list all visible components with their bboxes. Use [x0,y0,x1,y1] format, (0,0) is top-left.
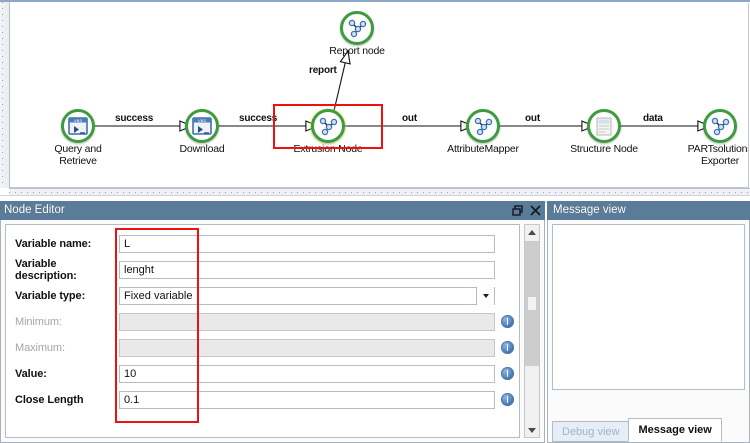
node-structure-node[interactable]: Structure Node [558,109,650,156]
node-editor-panel: Node Editor Variable name: L [0,201,545,443]
bottom-dock: Node Editor Variable name: L [0,195,750,443]
variable-type-value: Fixed variable [124,289,193,302]
field-label: Maximum: [15,341,65,354]
form-row-variable-description: Variable description: lenght [6,257,519,282]
node-editor-scrollbar[interactable] [524,224,540,438]
svg-text:VBS: VBS [198,118,206,123]
form-row-value: Value: 10 [6,361,519,386]
scrollbar-thumb[interactable] [525,241,539,366]
node-partsolutions-exporter[interactable]: PARTsolutions Exporter [674,109,749,167]
field-label: Variable name: [15,237,92,250]
edge-label-out-1: out [400,113,419,124]
vbs-script-icon: VBS [61,109,95,143]
message-view-body: Debug view Message view [547,220,750,443]
node-label: Download [179,143,225,155]
edge-label-out-2: out [523,113,542,124]
node-label: Structure Node [570,143,638,155]
svg-text:VBS: VBS [74,118,82,123]
scrollbar-track[interactable] [525,239,539,423]
node-download[interactable]: VBS Download [156,109,248,156]
form-row-maximum: Maximum: [6,335,519,360]
scroll-up-button[interactable] [525,225,539,239]
message-view-panel: Message view Debug view Message view [547,201,750,443]
float-restore-icon[interactable] [512,205,523,216]
node-report-node[interactable]: Report node [311,11,403,58]
scrollbar-grip [528,297,536,310]
close-length-input[interactable]: 0.1 [119,390,495,409]
info-icon[interactable] [501,393,514,406]
node-editor-body: Variable name: L Variable description: l… [0,220,545,443]
message-view-title-bar: Message view [547,201,750,220]
workflow-diagram-canvas[interactable]: success success out out data report VBS [10,3,749,188]
vbs-script-icon: VBS [185,109,219,143]
value-input[interactable]: 10 [119,364,495,383]
horizontal-ruler [9,188,750,197]
graph-node-icon [703,109,737,143]
document-node-icon [587,109,621,143]
graph-node-icon [340,11,374,45]
node-label: PARTsolutions Exporter [687,143,749,167]
message-view-tabs: Debug view Message view [552,418,749,442]
selection-rectangle-extrusion-node [273,104,383,149]
variable-description-input[interactable]: lenght [119,260,495,279]
edge-label-success-1: success [113,113,156,124]
form-row-close-length: Close Length 0.1 [6,387,519,412]
form-row-variable-type: Variable type: Fixed variable [6,283,519,308]
edge-label-success-2: success [237,113,280,124]
form-row-variable-name: Variable name: L [6,231,519,256]
variable-properties-form: Variable name: L Variable description: l… [5,224,520,438]
node-attributemapper[interactable]: AttributeMapper [437,109,529,156]
message-list[interactable] [552,224,745,390]
edge-label-report: report [307,65,339,76]
graph-node-icon [466,109,500,143]
node-extrusion-node[interactable]: Extrusion Node [282,106,374,156]
minimum-input [119,312,495,331]
node-label: AttributeMapper [447,143,519,155]
node-label: Report node [329,45,385,57]
field-label: Value: [15,367,47,380]
scroll-down-button[interactable] [525,423,539,437]
node-editor-title-bar: Node Editor [0,201,545,220]
field-label: Minimum: [15,315,62,328]
node-query-and-retrieve[interactable]: VBS Query and Retrieve [32,109,124,167]
info-icon[interactable] [501,315,514,328]
close-icon[interactable] [530,205,541,216]
field-label: Close Length [15,393,84,406]
variable-name-input[interactable]: L [119,234,495,253]
workflow-canvas-area: success success out out data report VBS [0,0,750,197]
tab-debug-view[interactable]: Debug view [552,421,630,442]
form-row-minimum: Minimum: [6,309,519,334]
chevron-down-icon[interactable] [476,286,494,305]
node-label: Extrusion Node [293,143,363,155]
graph-node-icon [308,106,348,146]
panel-title-label: Message view [553,204,626,216]
field-label: Variable type: [15,289,86,302]
info-icon[interactable] [501,367,514,380]
vertical-ruler [0,2,10,188]
maximum-input [119,338,495,357]
panel-title-label: Node Editor [4,204,65,216]
info-icon[interactable] [501,341,514,354]
field-label: Variable description: [15,257,77,282]
edge-label-data: data [641,113,665,124]
tab-message-view[interactable]: Message view [628,418,722,442]
node-label: Query and Retrieve [54,143,102,167]
variable-type-select[interactable]: Fixed variable [119,286,495,305]
